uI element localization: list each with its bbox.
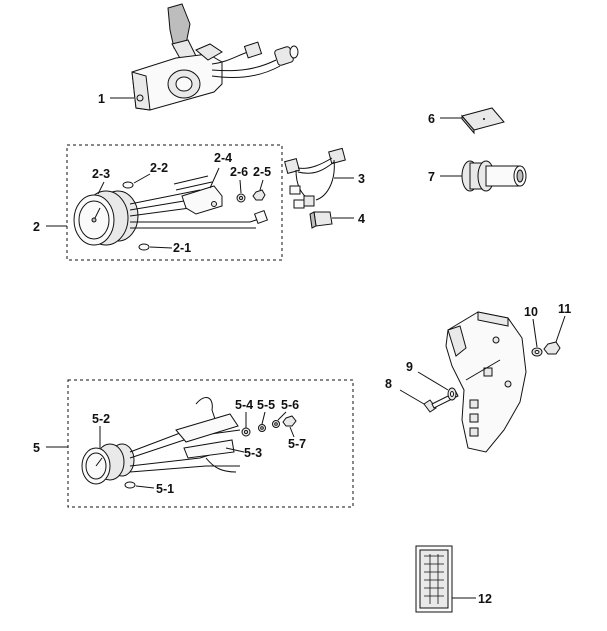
part-bracket bbox=[445, 311, 527, 453]
label-4: 4 bbox=[358, 212, 365, 226]
part-5-1-bulb: 5-1 bbox=[124, 481, 174, 496]
label-5-3: 5-3 bbox=[244, 446, 262, 460]
part-7-grommet: 7 bbox=[428, 160, 527, 192]
part-2-3-tachometer bbox=[73, 190, 139, 246]
label-5-6: 5-6 bbox=[281, 398, 299, 412]
part-5-2-trim-meter: 5-2 bbox=[81, 412, 135, 485]
label-2-1: 2-1 bbox=[173, 241, 191, 255]
label-2-2: 2-2 bbox=[150, 161, 168, 175]
label-2: 2 bbox=[33, 220, 40, 234]
part-5-6-washer: 5-6 bbox=[272, 398, 299, 428]
label-12: 12 bbox=[478, 592, 492, 606]
part-11-nut: 11 bbox=[543, 302, 571, 355]
label-8: 8 bbox=[385, 377, 392, 391]
label-5-5: 5-5 bbox=[257, 398, 275, 412]
part-3-wire-harness: 3 bbox=[284, 147, 365, 209]
part-1-remote-control-box: 1 bbox=[98, 3, 299, 111]
part-4-clip: 4 bbox=[309, 211, 365, 229]
label-10: 10 bbox=[524, 305, 538, 319]
part-2-2-bulb: 2-2 bbox=[122, 161, 168, 189]
label-2-6: 2-6 bbox=[230, 165, 248, 179]
part-9-washer: 9 bbox=[406, 360, 457, 401]
label-3: 3 bbox=[358, 172, 365, 186]
label-5-7: 5-7 bbox=[288, 437, 306, 451]
label-1: 1 bbox=[98, 92, 105, 106]
part-5-7-nut: 5-7 bbox=[282, 415, 306, 451]
label-2-4: 2-4 bbox=[214, 151, 232, 165]
label-2-3: 2-3 bbox=[92, 167, 110, 181]
label-11: 11 bbox=[558, 302, 571, 316]
part-6-pad: 6 bbox=[428, 107, 505, 135]
kit-2-dashed-boundary bbox=[66, 144, 283, 261]
part-2-wiring bbox=[129, 175, 269, 229]
label-5-1: 5-1 bbox=[156, 482, 174, 496]
part-2-1-bulb: 2-1 bbox=[138, 241, 191, 255]
part-8-bolt: 8 bbox=[385, 377, 459, 413]
label-7: 7 bbox=[428, 170, 435, 184]
part-2-5-nut: 2-5 bbox=[252, 165, 271, 201]
label-9: 9 bbox=[406, 360, 413, 374]
part-2-4-bracket: 2-4 bbox=[181, 151, 232, 215]
label-5-2: 5-2 bbox=[92, 412, 110, 426]
label-2-5: 2-5 bbox=[253, 165, 271, 179]
part-2-6-washer: 2-6 bbox=[230, 165, 248, 203]
part-12-template-plate: 12 bbox=[415, 545, 492, 613]
part-5-5-washer: 5-5 bbox=[257, 398, 275, 432]
label-6: 6 bbox=[428, 112, 435, 126]
kit-5-dashed-boundary bbox=[67, 379, 354, 508]
label-5-4: 5-4 bbox=[235, 398, 253, 412]
label-5: 5 bbox=[33, 441, 40, 455]
part-5-wiring bbox=[129, 396, 241, 473]
part-5-4-washer: 5-4 bbox=[235, 398, 253, 437]
part-10-washer: 10 bbox=[524, 305, 543, 357]
